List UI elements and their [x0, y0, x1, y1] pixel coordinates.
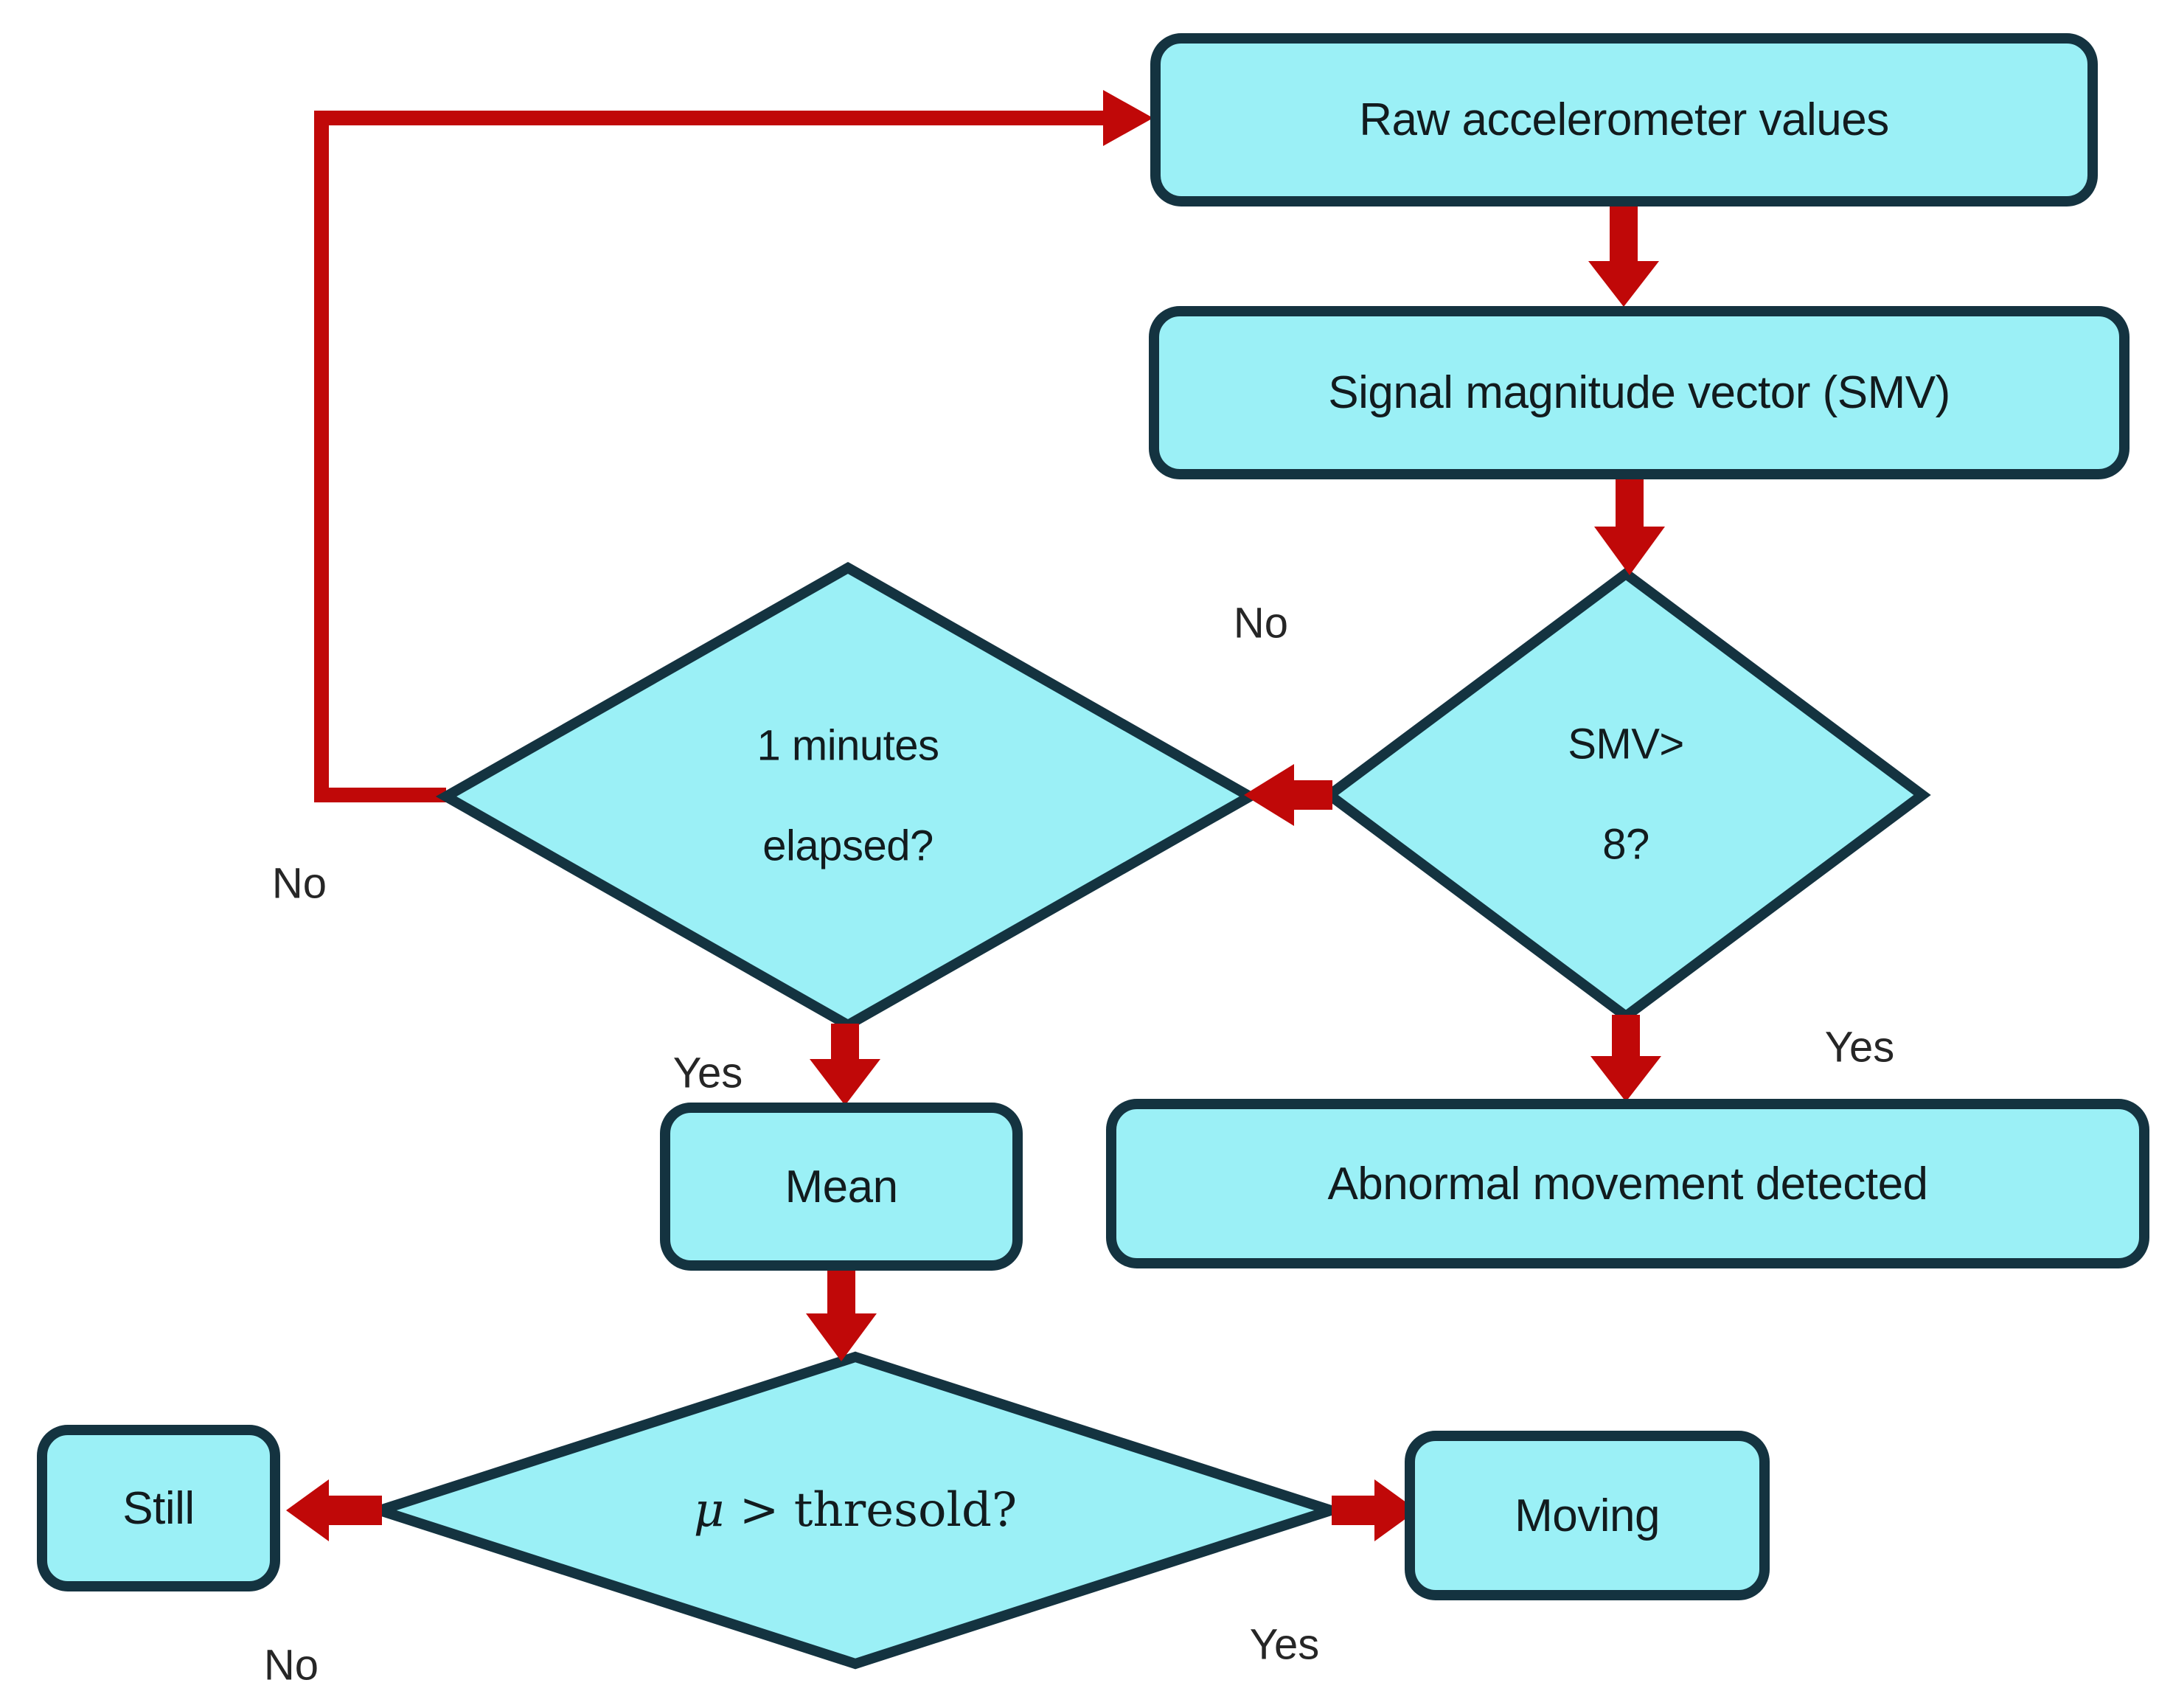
- node-still: Still: [37, 1425, 280, 1591]
- arrow-smv-to-decision: [1594, 478, 1665, 575]
- decision-mu-threshold-label: μ > thresold?: [694, 1483, 1017, 1538]
- decision-one-minute-label: 1 minutes elapsed?: [757, 696, 939, 898]
- node-signal-magnitude-vector-label: Signal magnitude vector (SMV): [1328, 367, 1950, 418]
- mu-symbol: μ: [693, 1483, 725, 1538]
- arrow-smv-no-to-minute: [1244, 764, 1332, 826]
- node-moving-label: Moving: [1515, 1490, 1660, 1541]
- label-no-mu-branch: No: [263, 1641, 319, 1690]
- decision-mu-threshold-text: > thresold?: [724, 1483, 1018, 1538]
- label-yes-smv-branch: Yes: [1824, 1023, 1895, 1072]
- arrow-loop-no-feedback: [314, 90, 1153, 802]
- arrow-mu-no-to-still: [286, 1479, 382, 1541]
- node-moving: Moving: [1405, 1431, 1770, 1600]
- node-raw-accelerometer: Raw accelerometer values: [1150, 33, 2098, 206]
- decision-mu-threshold-shape: [363, 1351, 1348, 1670]
- decision-smv-threshold-line2: 8?: [1602, 821, 1649, 869]
- node-signal-magnitude-vector: Signal magnitude vector (SMV): [1149, 306, 2129, 479]
- decision-smv-threshold-line1: SMV>: [1568, 720, 1684, 768]
- label-no-smv-branch: No: [1233, 599, 1289, 648]
- arrow-mean-to-mu: [806, 1271, 877, 1361]
- label-yes-minute-branch: Yes: [672, 1049, 743, 1097]
- arrow-raw-to-smv: [1588, 205, 1659, 307]
- node-mean: Mean: [660, 1103, 1023, 1271]
- node-raw-accelerometer-label: Raw accelerometer values: [1359, 94, 1889, 145]
- label-yes-mu-branch: Yes: [1249, 1620, 1320, 1669]
- decision-one-minute-line2: elapsed?: [762, 822, 933, 870]
- decision-smv-threshold-label: SMV> 8?: [1568, 695, 1684, 896]
- node-still-label: Still: [122, 1482, 195, 1534]
- arrow-smv-yes-to-abnormal: [1590, 1015, 1661, 1102]
- node-mean-label: Mean: [785, 1161, 898, 1212]
- arrow-mu-yes-to-moving: [1332, 1479, 1417, 1541]
- label-no-loop-branch: No: [271, 859, 327, 908]
- node-abnormal-movement-label: Abnormal movement detected: [1327, 1158, 1928, 1209]
- decision-one-minute-line1: 1 minutes: [757, 721, 939, 770]
- arrow-minute-yes-to-mean: [810, 1024, 880, 1105]
- node-abnormal-movement: Abnormal movement detected: [1106, 1099, 2149, 1268]
